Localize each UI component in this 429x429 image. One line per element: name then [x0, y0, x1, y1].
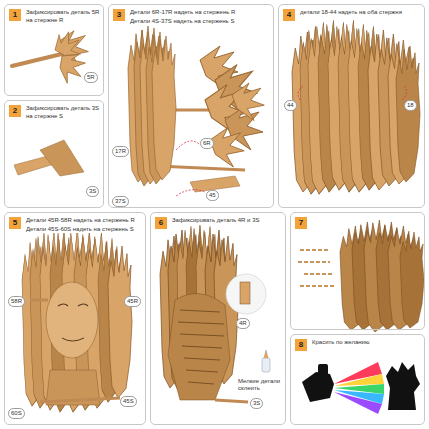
step2-figure: [14, 140, 84, 176]
step-instruction: Зафиксировать деталь 3S на стержне S: [25, 105, 101, 120]
step-instruction: Красить по желанию: [311, 339, 370, 347]
part-callout: 58R: [8, 296, 25, 307]
step-number: 4: [283, 9, 295, 21]
part-callout: 45S: [120, 396, 137, 407]
step-number: 3: [113, 9, 125, 21]
step-number: 2: [9, 105, 21, 117]
part-callout: 5R: [84, 72, 98, 83]
step1-figure: [12, 27, 90, 87]
step-number: 7: [295, 217, 307, 229]
step-number: 6: [155, 217, 167, 229]
step4-figure: [292, 20, 420, 194]
step-number: 1: [9, 9, 21, 21]
step6-figure: [160, 224, 270, 402]
step3-figure: [128, 26, 264, 196]
step-instruction: Детали 4S-37S надеть на стержень S: [129, 18, 235, 26]
step-panel: 4 детали 18-44 надеть на оба стержня: [278, 4, 425, 208]
note: Мелкие детали склеить: [238, 378, 282, 392]
part-callout: 37S: [112, 196, 129, 207]
step-instruction: Детали 45S-60S надеть на стержень S: [25, 226, 135, 234]
step5-figure: [22, 228, 132, 412]
step-instruction: Детали 6R-17R надеть на стержень R: [129, 9, 236, 17]
step8-figure: [302, 362, 420, 414]
part-callout: 3S: [86, 186, 99, 197]
part-callout: 6R: [200, 138, 214, 149]
step-panel: 7: [290, 212, 425, 330]
step-panel: 3 Детали 6R-17R надеть на стержень RДетал…: [108, 4, 274, 208]
step-instruction: Детали 45R-58R надеть на стержень R: [25, 217, 136, 225]
step-instruction: детали 18-44 надеть на оба стержня: [299, 9, 403, 17]
part-callout: 45R: [124, 296, 141, 307]
step-panel: 5 Детали 45R-58R надеть на стержень RДета…: [4, 212, 146, 425]
step7-figure: [298, 220, 424, 332]
step-number: 5: [9, 217, 21, 229]
step-number: 8: [295, 339, 307, 351]
step-instruction: Зафиксировать деталь 5R на стержне R: [25, 9, 101, 24]
part-callout: 4R: [236, 318, 250, 329]
part-callout: 17R: [112, 146, 129, 157]
part-callout: 60S: [8, 408, 25, 419]
part-callout: 44: [284, 100, 297, 111]
part-callout: 45: [206, 190, 219, 201]
part-callout: 3S: [250, 398, 263, 409]
part-callout: 18: [404, 100, 417, 111]
step-panel: 6 Зафиксировать деталь 4R и 3S: [150, 212, 286, 425]
step-panel: 8 Красить по желанию: [290, 334, 425, 425]
step-instruction: Зафиксировать деталь 4R и 3S: [171, 217, 260, 225]
